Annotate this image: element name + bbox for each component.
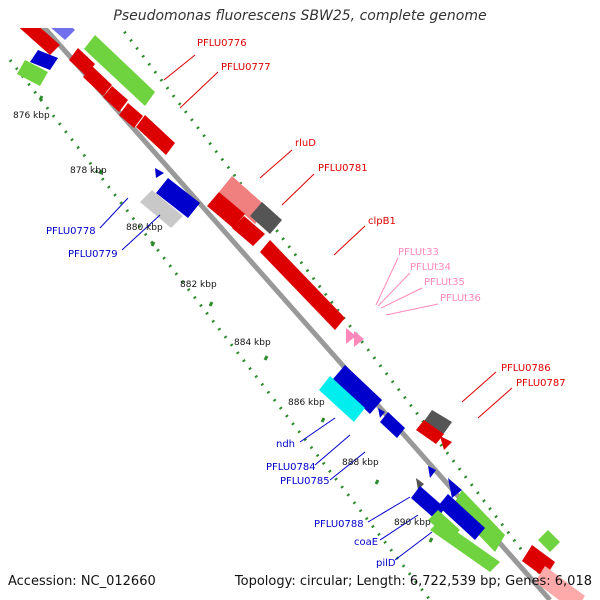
kbp-tick-label: 876 kbp <box>13 111 50 121</box>
kbp-tick-label: 886 kbp <box>288 398 325 408</box>
gene-label: PFLUt36 <box>440 293 481 304</box>
label-leaders <box>99 54 513 561</box>
gene-arrow <box>354 331 364 347</box>
gene-arrow <box>378 408 385 418</box>
gene-arrow <box>156 178 200 218</box>
kbp-tick-marks <box>38 95 434 543</box>
gene-arrow <box>250 202 282 234</box>
gene-label: coaE <box>354 537 378 548</box>
gene-arrow <box>346 328 356 344</box>
gene-arrow <box>319 376 365 422</box>
gene-label: rluD <box>295 138 316 149</box>
gene-arrow <box>69 48 95 76</box>
map-title: Pseudomonas fluorescens SBW25, complete … <box>113 8 487 24</box>
kbp-tick-label: 880 kbp <box>126 223 163 233</box>
gene-arrow <box>140 190 183 228</box>
kbp-tick-label: 888 kbp <box>342 458 379 468</box>
gene-arrow <box>422 410 452 436</box>
gene-label: PFLU0777 <box>221 62 271 73</box>
gene-arrow <box>260 240 345 330</box>
gene-arrow <box>535 566 585 600</box>
gene-label: PFLUt33 <box>398 247 439 258</box>
gene-arrow <box>119 103 143 128</box>
gene-arrow <box>207 192 245 228</box>
kbp-tick-label: 882 kbp <box>180 280 217 290</box>
gene-arrow <box>103 86 128 112</box>
gene-arrow <box>83 66 112 96</box>
gene-label: PFLU0785 <box>280 476 330 487</box>
gene-arrow <box>430 520 500 572</box>
kbp-tick-label: 878 kbp <box>70 166 107 176</box>
gene-arrow <box>380 412 405 438</box>
gene-arrow <box>17 60 48 86</box>
gene-arrow <box>416 420 444 444</box>
gene-label: PFLU0784 <box>266 462 316 473</box>
gene-arrow <box>30 50 58 70</box>
gene-arrow <box>452 490 505 552</box>
gene-arrow <box>438 494 485 540</box>
gene-label: PFLU0788 <box>314 519 364 530</box>
gene-label: PFLU0778 <box>46 226 96 237</box>
gene-label: PFLU0787 <box>516 378 566 389</box>
forward-genes <box>19 28 585 600</box>
gene-arrow <box>440 436 452 450</box>
gene-arrow <box>19 28 60 55</box>
gene-arrow <box>416 478 424 490</box>
gene-label: PFLU0781 <box>318 163 368 174</box>
gene-label: PFLUt34 <box>410 262 451 273</box>
gene-label: clpB1 <box>368 216 396 227</box>
topology-text: Topology: circular; Length: 6,722,539 bp… <box>234 574 592 589</box>
gene-label: PFLU0779 <box>68 249 118 260</box>
gene-label: PFLUt35 <box>424 277 465 288</box>
tick-dots-outer <box>8 28 562 600</box>
gene-arrow <box>448 478 462 498</box>
reverse-genes <box>17 50 500 572</box>
gene-arrow <box>333 365 382 414</box>
gene-arrow <box>84 35 155 106</box>
gene-label: PFLU0776 <box>197 38 247 49</box>
gene-label: pilD <box>376 558 396 569</box>
kbp-tick-label: 884 kbp <box>234 338 271 348</box>
gene-arrow <box>428 466 436 478</box>
gene-arrow <box>51 28 75 40</box>
gene-arrow <box>155 168 164 178</box>
accession-text: Accession: NC_012660 <box>8 574 156 589</box>
kbp-tick-label: 890 kbp <box>394 518 431 528</box>
gene-label: ndh <box>276 439 295 450</box>
gene-arrow <box>136 115 175 155</box>
gene-arrow <box>232 216 265 246</box>
gene-arrow <box>538 530 560 552</box>
gene-label: PFLU0786 <box>501 363 551 374</box>
